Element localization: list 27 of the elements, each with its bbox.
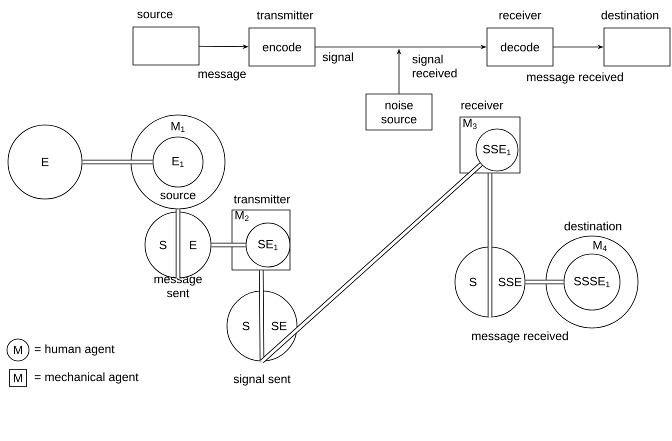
node-label: destination xyxy=(564,222,622,230)
node-label: destination xyxy=(601,10,658,20)
edge-label: signal xyxy=(322,52,353,64)
connector-bar xyxy=(258,270,264,362)
node-label: transmitter xyxy=(234,194,290,204)
connector-bar xyxy=(260,162,483,364)
connector-bar xyxy=(82,160,153,164)
node-label: message sent xyxy=(154,276,202,298)
connector-bar xyxy=(525,280,564,284)
edge-label: message received xyxy=(527,72,623,84)
edge-label: message xyxy=(198,72,246,80)
node-label: transmitter xyxy=(256,10,314,20)
connector-bar xyxy=(488,173,492,318)
process-box: transmitter encode xyxy=(248,10,316,66)
edge-label: signal received xyxy=(412,54,457,78)
legend-text: = mechanical agent xyxy=(34,372,138,384)
connector-bar xyxy=(176,209,180,278)
legend-text: = human agent xyxy=(34,344,114,356)
connector-bar xyxy=(211,242,246,248)
node-label: receiver xyxy=(499,10,542,20)
node-label: receiver xyxy=(461,100,504,110)
node-label: signal sent xyxy=(234,374,291,386)
node-label: message received xyxy=(472,331,568,343)
process-box: source xyxy=(132,12,200,66)
node-label: source xyxy=(137,12,172,18)
process-box: noise source xyxy=(366,94,432,130)
process-box: destination xyxy=(601,10,670,66)
